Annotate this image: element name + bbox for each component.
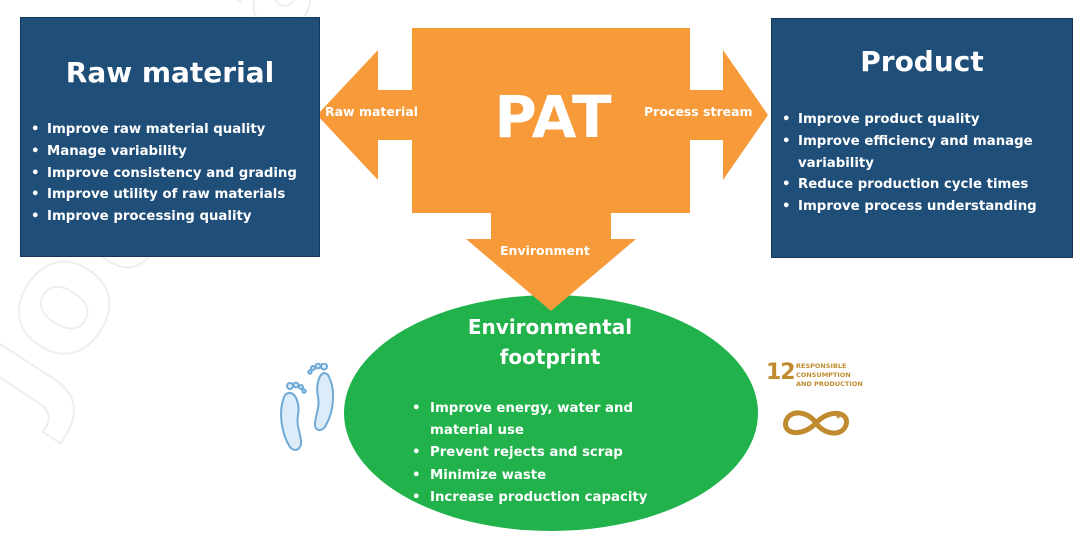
environment-ellipse (344, 295, 758, 531)
list-item: •Improve product quality (782, 112, 980, 127)
list-item: •Improve raw material quality (31, 122, 266, 137)
infinity-loop-icon (783, 410, 849, 436)
pat-label: PAT (494, 83, 612, 151)
product-list: •Improve product quality •Improve effici… (782, 109, 1064, 218)
list-item: •Prevent rejects and scrap (412, 445, 623, 461)
pat-arrows-shape (317, 28, 768, 311)
list-item: •Improve utility of raw materials (31, 187, 286, 203)
arrow-label-environment: Environment (500, 243, 590, 258)
list-item: •Improve process understanding (782, 199, 1037, 215)
list-item: •Manage variability (31, 143, 187, 159)
raw-material-title: Raw material (65, 56, 275, 89)
sdg-12-icon: 12 RESPONSIBLE CONSUMPTION AND PRODUCTIO… (766, 360, 866, 446)
arrow-label-raw-material: Raw material (325, 104, 419, 119)
sdg-number: 12 (766, 360, 796, 385)
list-item: •Improve energy, water and material use (412, 401, 633, 439)
raw-material-box: Raw material •Improve raw material quali… (20, 17, 320, 257)
list-item: •Reduce production cycle times (782, 177, 1029, 193)
list-item: •Improve efficiency and manage variabili… (782, 133, 1033, 171)
product-box: Product •Improve product quality •Improv… (771, 18, 1073, 258)
environment-title: Environmental footprint (467, 315, 633, 369)
footprints-icon (280, 363, 334, 451)
environment-list: •Improve energy, water and material use … (412, 398, 662, 509)
list-item: •Increase production capacity (412, 489, 648, 505)
sdg-label: RESPONSIBLE CONSUMPTION AND PRODUCTION (796, 362, 863, 388)
product-title: Product (860, 45, 984, 78)
list-item: •Minimize waste (412, 467, 547, 483)
list-item: •Improve processing quality (31, 209, 252, 225)
list-item: •Improve consistency and grading (31, 165, 297, 181)
arrow-label-process-stream: Process stream (644, 104, 753, 119)
raw-material-list: •Improve raw material quality •Manage va… (31, 119, 297, 228)
